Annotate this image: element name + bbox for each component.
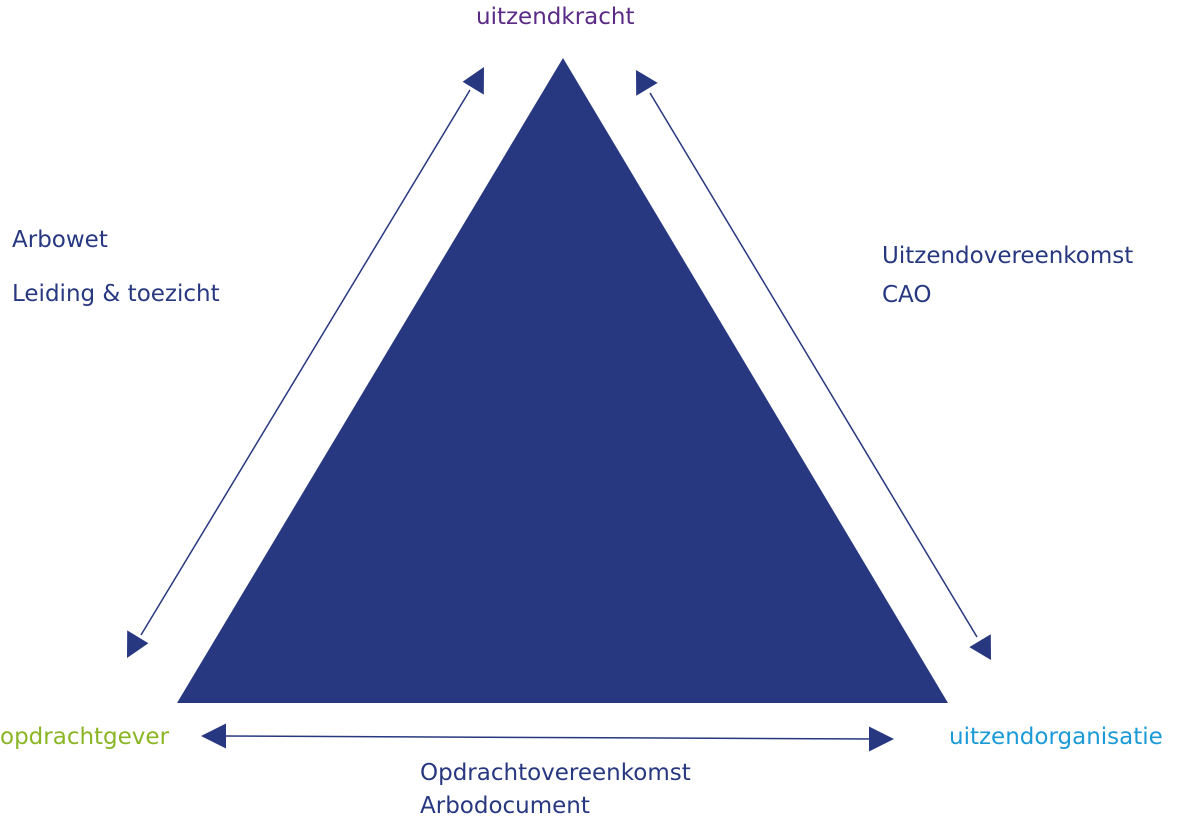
- party-uitzendorganisatie: uitzendorganisatie: [949, 724, 1163, 750]
- arrow-bottom-head-right: [869, 726, 894, 752]
- arrow-right-side: [636, 70, 991, 660]
- relation-right-line-1: Uitzendovereenkomst: [882, 243, 1134, 269]
- relation-right-line-2: CAO: [882, 282, 932, 308]
- arrow-bottom: [201, 723, 894, 752]
- arrow-left-shaft: [140, 89, 471, 636]
- central-triangle: [177, 58, 948, 703]
- arrow-left-head-bottom: [127, 630, 149, 658]
- arrow-left-head-top: [462, 67, 484, 95]
- relation-bottom-block: Opdrachtovereenkomst Arbodocument: [420, 759, 691, 820]
- relation-right-block: Uitzendovereenkomst CAO: [882, 242, 1133, 309]
- party-opdrachtgever: opdrachtgever: [0, 724, 170, 750]
- arrow-right-shaft: [649, 92, 978, 638]
- arrow-bottom-head-left: [201, 723, 226, 749]
- relation-left-block: Arbowet Leiding & toezicht: [12, 226, 220, 308]
- relation-bottom-line-2: Arbodocument: [420, 793, 590, 819]
- arrow-right-head-top: [636, 70, 658, 96]
- relation-bottom-line-1: Opdrachtovereenkomst: [420, 760, 691, 786]
- arrow-bottom-shaft: [221, 735, 874, 740]
- party-uitzendkracht: uitzendkracht: [476, 4, 635, 30]
- relation-left-line-1: Arbowet: [12, 227, 108, 253]
- arrow-right-head-bottom: [969, 634, 991, 660]
- relation-left-line-2: Leiding & toezicht: [12, 281, 220, 307]
- arrow-left-side: [127, 67, 484, 658]
